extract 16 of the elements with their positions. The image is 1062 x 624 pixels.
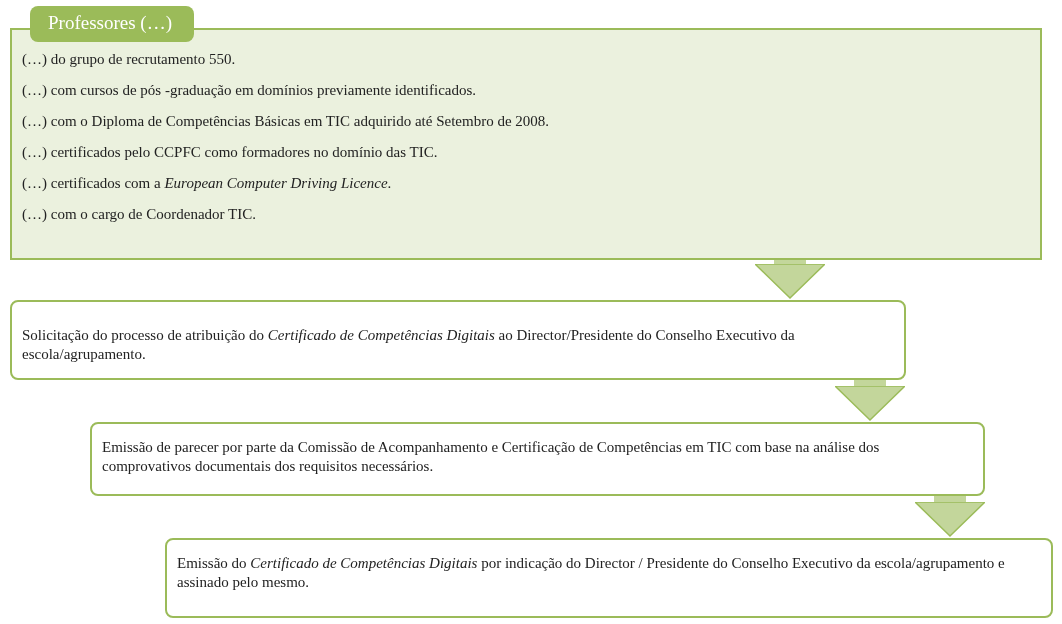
list-item-text: (…) com o cargo de Coordenador TIC. (22, 205, 256, 224)
block-arrow (914, 496, 986, 537)
list-item-text: (…) certificados com a European Computer Driving Licence. (22, 174, 392, 193)
list-item-text: (…) com o Diploma de Competências Básicas em TIC adquirido até Setembro de 2008. (22, 112, 550, 131)
panel-heading: Professores (…) (30, 6, 194, 42)
step-text: Emissão de parecer por parte da Comissão de Acompanhamento e Certificação de Competências em TIC com base na análise dos comprovativos documentais dos requisitos necessários. (102, 438, 881, 476)
step-text: Solicitação do processo de atribuição do Certificado de Competências Digitais ao Director/Presidente do Conselho Executivo da escola/agrupamento. (22, 326, 796, 364)
block-arrow (754, 260, 826, 299)
block-arrow (834, 380, 906, 421)
process-box (165, 538, 1053, 618)
step-text: Emissão do Certificado de Competências Digitais por indicação do Director / Presidente do Conselho Executivo da escola/agrupamento e assinado pelo mesmo. (177, 554, 1006, 592)
process-box (90, 422, 985, 496)
list-item-text: (…) certificados pelo CCPFC como formadores no domínio das TIC. (22, 143, 438, 162)
process-box (10, 300, 906, 380)
list-item-text: (…) do grupo de recrutamento 550. (22, 50, 236, 69)
list-item-text: (…) com cursos de pós -graduação em domínios previamente identificados. (22, 81, 477, 100)
